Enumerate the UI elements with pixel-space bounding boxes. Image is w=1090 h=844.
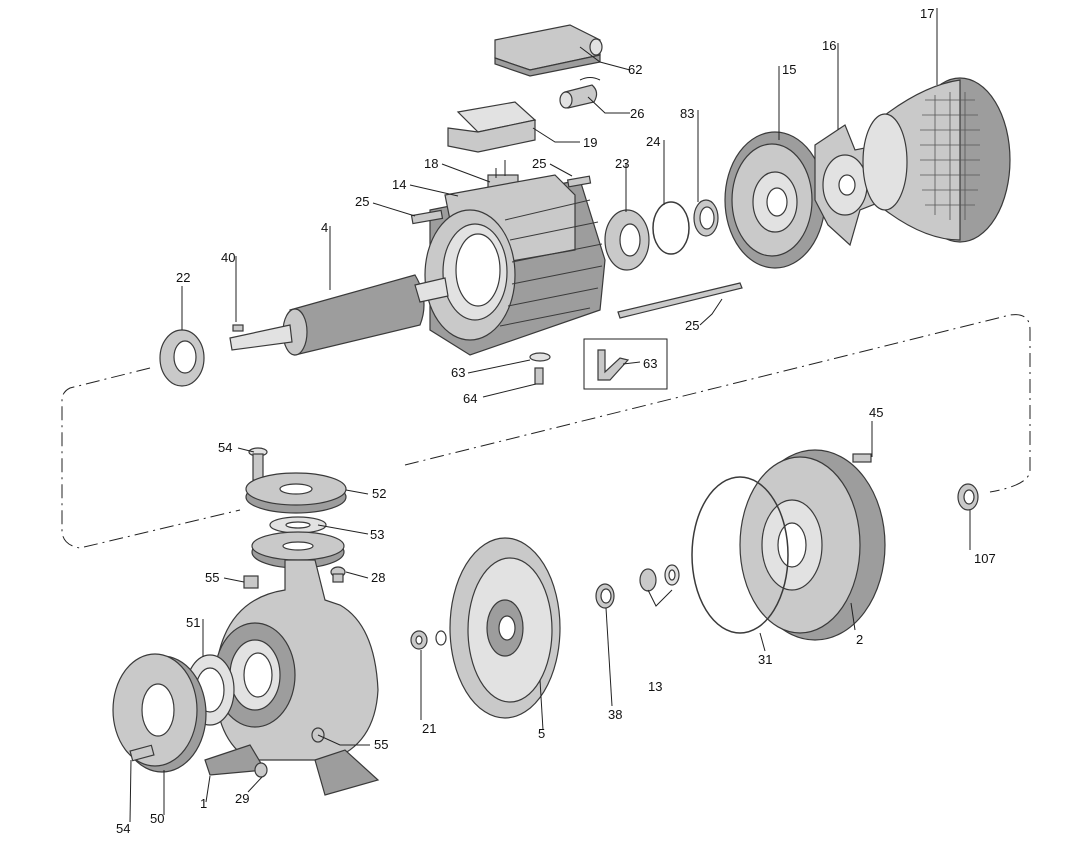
label-2: 2 [856,632,863,647]
part-25-screw-left [410,209,444,225]
label-50: 50 [150,811,164,826]
label-4: 4 [321,220,328,235]
label-19: 19 [583,135,597,150]
label-54-top: 54 [218,440,232,455]
label-25-left: 25 [355,194,369,209]
part-22-bearing [159,329,205,387]
part-21-impeller-nut [410,630,447,650]
label-18: 18 [424,156,438,171]
part-25-tie-rod [617,282,743,319]
part-14-motor-housing [424,174,606,356]
label-23: 23 [615,156,629,171]
label-40: 40 [221,250,235,265]
label-51: 51 [186,615,200,630]
part-26-capacitor [559,77,601,109]
part-53-gasket [269,516,327,534]
part-63-washer [529,352,551,362]
label-63: 63 [451,365,465,380]
label-64: 64 [463,391,477,406]
part-83-seal-ring [693,199,719,237]
label-26: 26 [630,106,644,121]
label-83: 83 [680,106,694,121]
label-62: 62 [628,62,642,77]
part-13-mechanical-seal [639,564,680,592]
label-54-bottom: 54 [116,821,130,836]
label-55-bottom: 55 [374,737,388,752]
part-28-plug [330,566,346,583]
label-15: 15 [782,62,796,77]
part-52-discharge-flange [245,472,347,514]
part-31-o-ring [691,476,789,634]
leader-lines [129,8,971,823]
part-24-wave-washer [652,201,690,255]
part-5-impeller [449,537,561,719]
part-54-bolt-bottom [129,744,155,762]
label-1: 1 [200,796,207,811]
part-2-bearing-bracket [739,449,886,641]
part-107-seal [957,483,979,511]
label-29: 29 [235,791,249,806]
part-23-bearing [604,209,650,271]
part-62-terminal-cover [494,24,603,77]
part-25-screw-top [566,175,592,188]
label-25-top: 25 [532,156,546,171]
label-28: 28 [371,570,385,585]
label-24: 24 [646,134,660,149]
label-31: 31 [758,652,772,667]
part-labels: 62 17 16 15 26 83 24 19 23 18 25 14 25 4… [116,6,996,836]
label-53: 53 [370,527,384,542]
label-13: 13 [648,679,662,694]
part-4-rotor-shaft [229,274,449,356]
label-55-top: 55 [205,570,219,585]
label-38: 38 [608,707,622,722]
part-17-fan-cover [862,77,1011,243]
label-14: 14 [392,177,406,192]
label-25-rod: 25 [685,318,699,333]
part-64-screw [534,367,544,385]
part-50-suction-flange [112,653,207,773]
label-16: 16 [822,38,836,53]
label-17: 17 [920,6,934,21]
label-45: 45 [869,405,883,420]
label-21: 21 [422,721,436,736]
part-45-screw [852,453,872,463]
part-40-key [232,324,244,332]
part-38-spacer [595,583,615,609]
part-54-bolt-top [248,447,268,481]
part-1-pump-casing [204,531,380,796]
label-5: 5 [538,726,545,741]
part-55-plug-top [243,575,259,589]
assembly-axis-line [61,314,1031,549]
part-15-end-shield [724,131,826,269]
label-107: 107 [974,551,996,566]
label-22: 22 [176,270,190,285]
label-63-box: 63 [643,356,657,371]
label-52: 52 [372,486,386,501]
part-29-drain-plug [254,762,268,778]
part-19-terminal-box [447,101,537,153]
